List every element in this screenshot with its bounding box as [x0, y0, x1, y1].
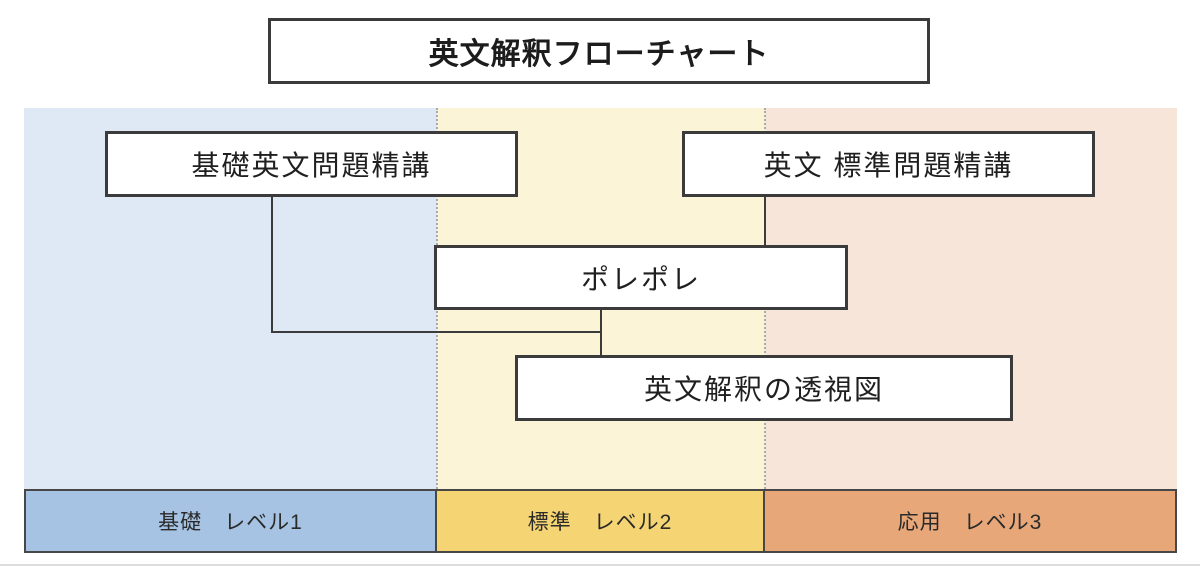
connector-kiso-horizontal: [271, 331, 602, 333]
node-eibun-kaishaku-toshizu: 英文解釈の透視図: [515, 355, 1013, 421]
node-eibun-hyojun-mondai-seiko: 英文 標準問題精講: [682, 131, 1095, 197]
node-label: ポレポレ: [580, 263, 701, 295]
bottom-divider-line: [0, 564, 1200, 566]
level-band-label: 標準 レベル2: [527, 511, 673, 534]
node-label: 基礎英文問題精講: [191, 150, 432, 181]
level-band-standard: 標準 レベル2: [435, 489, 765, 553]
level-band-basic: 基礎 レベル1: [24, 489, 437, 553]
connector-kiso-down: [271, 197, 273, 333]
connector-porepore-toshizu: [600, 308, 602, 357]
node-kiso-eibun-mondai-seiko: 基礎英文問題精講: [105, 131, 518, 197]
level-band-label: 基礎 レベル1: [158, 511, 303, 534]
level-band-advanced: 応用 レベル3: [763, 489, 1177, 553]
node-label: 英文解釈の透視図: [643, 374, 884, 405]
node-porepore: ポレポレ: [434, 245, 848, 310]
chart-title: 英文解釈フローチャート: [428, 38, 770, 71]
connector-hyojun-porepore: [764, 195, 766, 247]
node-label: 英文 標準問題精講: [763, 150, 1014, 181]
chart-title-box: 英文解釈フローチャート: [268, 18, 930, 84]
level-band-label: 応用 レベル3: [897, 511, 1043, 534]
